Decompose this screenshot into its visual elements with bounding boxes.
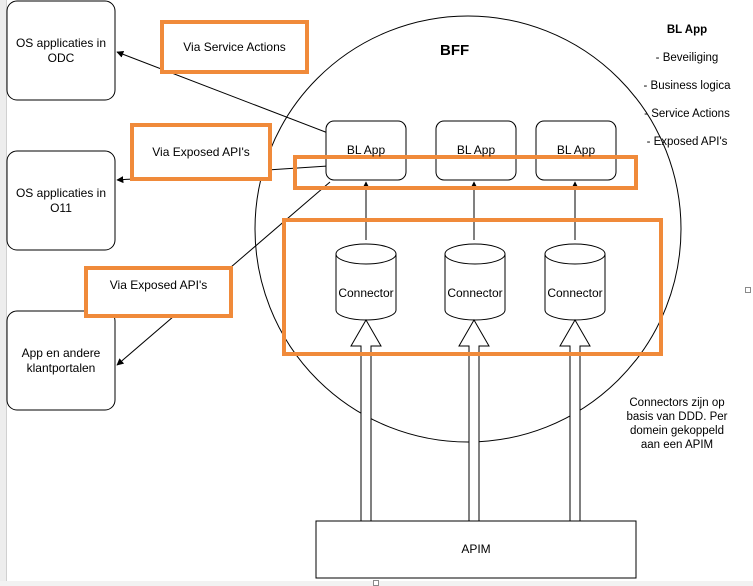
- canvas-left-gutter: [0, 0, 7, 586]
- resize-handle-right[interactable]: [745, 287, 751, 293]
- connector-label-2: Connector: [447, 285, 503, 300]
- block-arrow-apim-to-connector-1: [350, 318, 382, 522]
- highlight-connector-group[interactable]: [282, 218, 663, 356]
- bl-app-note-item: - Exposed API's: [646, 136, 728, 148]
- bl-app-note-item: - Beveiliging: [655, 52, 719, 64]
- apim-box[interactable]: [315, 520, 637, 579]
- bl-app-box-2[interactable]: [435, 120, 517, 181]
- bl-app-label-2: BL App: [456, 142, 496, 157]
- connector-cylinder-1[interactable]: [335, 243, 397, 321]
- via-service-actions-label: Via Service Actions: [183, 39, 286, 54]
- block-arrow-apim-to-connector-3: [559, 318, 591, 522]
- bl-app-note-item: - Business logica: [643, 80, 731, 92]
- o11-apps-box[interactable]: [6, 150, 116, 251]
- block-arrow-apim-to-connector-2: [458, 318, 490, 522]
- bl-app-box-3[interactable]: [535, 120, 617, 181]
- apim-label: APIM: [461, 542, 491, 556]
- bl-app-note-title: BL App: [666, 24, 708, 36]
- portals-box[interactable]: [6, 310, 116, 411]
- bff-title: BFF: [440, 42, 470, 59]
- resize-handle-bottom[interactable]: [373, 580, 379, 586]
- bl-app-note: BL App - Beveiliging - Business logica -…: [632, 9, 742, 163]
- connector-cylinder-3[interactable]: [544, 243, 606, 321]
- bl-app-box-1[interactable]: [325, 120, 407, 181]
- bff-circle[interactable]: [254, 15, 682, 443]
- connector-cylinder-2[interactable]: [444, 243, 506, 321]
- odc-apps-box[interactable]: [6, 0, 116, 101]
- highlight-exposed-apis-2[interactable]: [84, 266, 233, 318]
- odc-apps-label: OS applicaties in ODC: [15, 35, 107, 65]
- bl-app-note-item: - Service Actions: [644, 108, 730, 120]
- connector-note: Connectors zijn op basis van DDD. Per do…: [626, 397, 728, 451]
- highlight-bl-app-row[interactable]: [293, 155, 638, 190]
- connector-label-3: Connector: [547, 285, 603, 300]
- highlight-exposed-apis-1[interactable]: [130, 123, 272, 181]
- bl-app-label-1: BL App: [346, 142, 386, 157]
- bl-app-label-3: BL App: [556, 142, 596, 157]
- highlight-service-actions[interactable]: [160, 20, 309, 74]
- connector-label-1: Connector: [338, 285, 394, 300]
- arrow-to-odc: [116, 50, 329, 134]
- portals-label: App en andere klantportalen: [21, 345, 101, 375]
- via-exposed-apis-label-1: Via Exposed API's: [152, 144, 250, 159]
- via-exposed-apis-label-2: Via Exposed API's: [109, 277, 208, 292]
- o11-apps-label: OS applicaties in O11: [15, 185, 107, 215]
